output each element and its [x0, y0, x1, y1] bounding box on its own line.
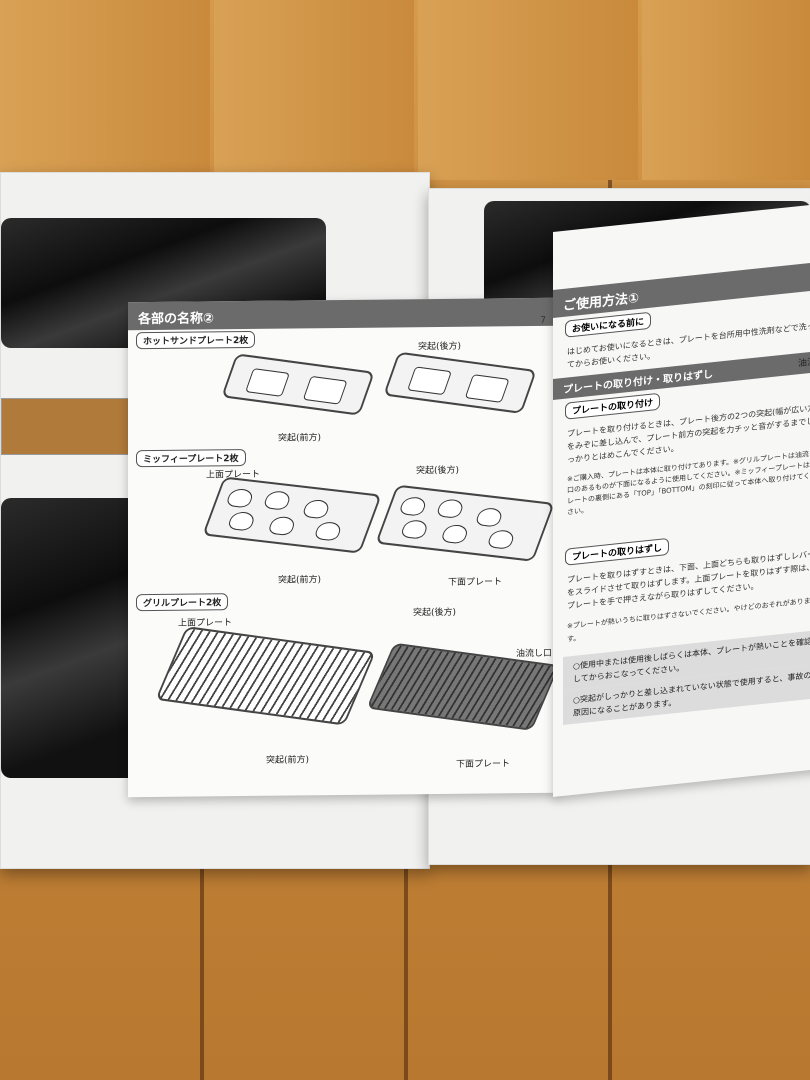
grill-front-label: 突起(前方)	[266, 755, 310, 766]
booklet-right-page: ご使用方法① お使いになる前に はじめてお使いになるときは、プレートを台所用中性…	[553, 202, 810, 798]
miffy-mold	[225, 487, 255, 509]
floor-board	[418, 0, 638, 180]
floor-board	[0, 0, 210, 180]
floor-board	[214, 0, 414, 180]
miffy-lower-label: 下面プレート	[448, 577, 503, 588]
miffy-mold	[398, 495, 428, 517]
grill-drain-label: 油流し口	[516, 648, 553, 660]
miffy-title: ミッフィープレート2枚	[136, 449, 246, 468]
miffy-rear-label: 突起(後方)	[416, 465, 460, 477]
miffy-mold	[474, 506, 505, 528]
miffy-mold	[440, 523, 470, 545]
before-use-tag: お使いになる前に	[565, 311, 652, 338]
section-header: ご使用方法①	[553, 260, 810, 318]
bunny-mold	[407, 366, 452, 396]
edge-label: 油流	[798, 357, 810, 370]
miffy-mold	[486, 529, 517, 550]
miffy-mold	[435, 498, 466, 519]
grill-plate-upper	[155, 626, 376, 726]
page-number: 7	[540, 315, 546, 326]
bear-mold	[464, 374, 510, 403]
hotsand-plate-left	[221, 353, 375, 416]
miffy-mold	[301, 498, 332, 520]
miffy-plate-lower	[375, 484, 555, 562]
floor-board	[642, 0, 810, 180]
grill-title: グリルプレート2枚	[136, 593, 229, 612]
hotsand-plate-right	[383, 351, 537, 414]
miffy-plate-upper	[202, 476, 382, 554]
grill-rear-label: 突起(後方)	[413, 607, 457, 619]
miffy-mold	[399, 519, 430, 540]
hotsand-title: ホットサンドプレート2枚	[136, 330, 256, 350]
hotsand-rear-label: 突起(後方)	[418, 341, 462, 353]
miffy-mold	[226, 510, 257, 532]
miffy-mold	[313, 520, 344, 542]
hotsand-front-label: 突起(前方)	[278, 433, 322, 444]
bear-mold	[302, 375, 348, 405]
section-header: 各部の名称②	[128, 297, 558, 331]
miffy-front-label: 突起(前方)	[278, 575, 322, 586]
miffy-mold	[267, 515, 297, 537]
booklet-left-page: 各部の名称② 7 ホットサンドプレート2枚 突起(後方) 突起(前方) ミッフィ…	[128, 297, 560, 798]
grill-lower-label: 下面プレート	[456, 759, 511, 770]
instruction-booklet: 各部の名称② 7 ホットサンドプレート2枚 突起(後方) 突起(前方) ミッフィ…	[128, 202, 810, 798]
grill-upper-label: 上面プレート	[178, 618, 233, 629]
bunny-mold	[245, 368, 290, 397]
miffy-mold	[262, 490, 293, 511]
